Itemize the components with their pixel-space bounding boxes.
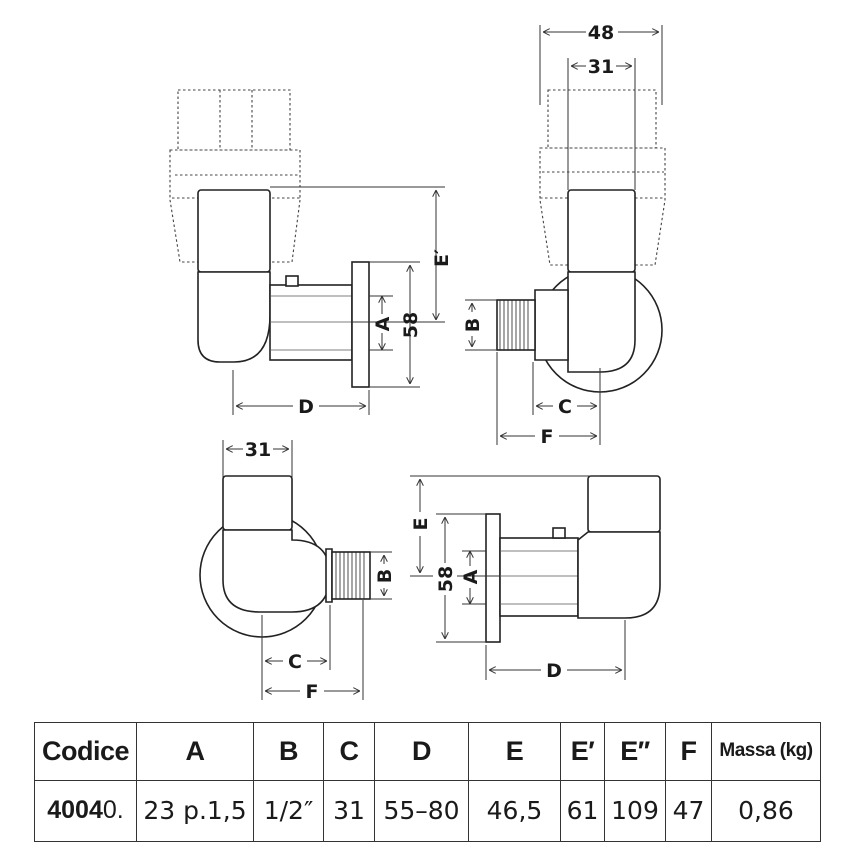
- header-f: F: [665, 722, 712, 781]
- header-c: C: [323, 722, 375, 781]
- technical-drawing: E′ 58 A D 48 31: [169, 20, 666, 703]
- cell-e-double-prime: 109: [604, 779, 666, 843]
- cell-d: 55–80: [374, 779, 469, 843]
- header-e: E: [468, 722, 561, 781]
- dim-a-top: A: [372, 316, 394, 331]
- cell-massa: 0,86: [711, 779, 821, 843]
- view-front-top-right: 48 31 B: [460, 20, 666, 448]
- dim-58-top: 58: [400, 312, 422, 338]
- view-side-bottom-right: E 58 A D: [408, 475, 661, 682]
- cell-codice: 40040.: [34, 779, 137, 843]
- dim-e: E: [410, 518, 432, 531]
- dim-e-prime: E′: [431, 249, 453, 267]
- thread-left: [335, 552, 365, 599]
- dim-58-bottom: 58: [435, 566, 457, 592]
- code-main: 4004: [47, 796, 103, 825]
- dim-b-top: B: [462, 318, 484, 332]
- dim-b-bottom: B: [374, 569, 396, 583]
- spec-table: Codice A B C D E E′ E′′ F Massa (kg) 400…: [34, 722, 821, 843]
- view-side-top-left: E′ 58 A D: [169, 89, 453, 418]
- dim-c-bottom: C: [288, 651, 302, 673]
- header-b: B: [253, 722, 324, 781]
- cell-b: 1/2″: [253, 779, 324, 843]
- header-a: A: [136, 722, 254, 781]
- dim-f-top: F: [541, 426, 554, 448]
- header-d: D: [374, 722, 469, 781]
- dim-c-top: C: [558, 396, 572, 418]
- header-e-double-prime: E′′: [604, 722, 666, 781]
- code-suffix: 0.: [102, 796, 124, 825]
- cell-e-prime: 61: [560, 779, 605, 843]
- table-header-row: Codice A B C D E E′ E′′ F Massa (kg): [34, 722, 821, 781]
- dim-d-bottom: D: [546, 660, 562, 682]
- cell-a: 23 p.1,5: [136, 779, 254, 843]
- dim-d-top: D: [298, 396, 314, 418]
- dim-48: 48: [588, 22, 614, 44]
- dim-31-bottom: 31: [245, 439, 271, 461]
- header-e-prime: E′: [560, 722, 605, 781]
- cell-c: 31: [323, 779, 375, 843]
- dim-f-bottom: F: [306, 681, 319, 703]
- header-massa: Massa (kg): [711, 722, 821, 781]
- table-row: 40040. 23 p.1,5 1/2″ 31 55–80 46,5 61 10…: [34, 779, 821, 843]
- header-codice: Codice: [34, 722, 137, 781]
- view-front-bottom-left: 31 B C F: [199, 437, 396, 703]
- dim-31-top: 31: [588, 56, 614, 78]
- dim-a-bottom: A: [460, 569, 482, 584]
- cell-e: 46,5: [468, 779, 561, 843]
- cell-f: 47: [665, 779, 712, 843]
- thread-right: [499, 300, 529, 350]
